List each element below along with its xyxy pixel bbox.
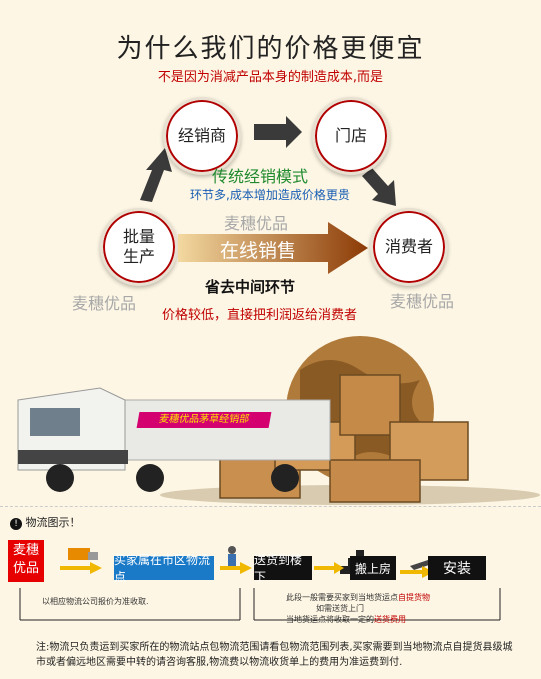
note-self-pickup: 此段一般需要买家到当地货运点自提货物 <box>286 592 430 603</box>
step-city-logistics: 买家属在市区物流点 <box>114 553 214 584</box>
brand-logo: 麦穗 优品 <box>8 540 44 582</box>
logistics-heading: ! 物流图示！ <box>10 514 81 530</box>
note-self-pickup-prefix: 此段一般需要买家到当地货运点 <box>286 593 398 602</box>
watermark-right: 麦穗优品 <box>390 292 455 311</box>
page-title: 为什么我们的价格更便宜 <box>116 34 425 64</box>
truck-banner: 麦穗优品茅草经销部 <box>136 412 272 428</box>
traditional-mode-title: 传统经销模式 <box>212 167 309 186</box>
bracket-lines <box>19 588 501 621</box>
skip-middle-label: 省去中间环节 <box>205 278 296 296</box>
step-install: 安装 <box>428 556 486 580</box>
note-left: 以相应物流公司报价为准收取. <box>42 597 149 606</box>
watermark-center: 麦穗优品 <box>224 214 289 233</box>
flow-arrow-3-icon <box>314 562 344 574</box>
step-carry-upstairs: 搬上房 <box>350 556 396 580</box>
node-wholesale: 批量 生产 <box>100 208 178 286</box>
note-door-delivery: 如需送货上门 <box>316 604 364 613</box>
logistics-heading-text: 物流图示！ <box>25 516 81 529</box>
divider <box>0 506 541 508</box>
online-sales-arrow-icon <box>178 222 368 274</box>
flow-arrow-4-icon <box>400 566 434 578</box>
traditional-mode-desc: 环节多,成本增加造成价格更贵 <box>190 188 350 202</box>
truck-wheel <box>271 464 299 492</box>
node-store: 门店 <box>312 97 390 175</box>
arrow-distributor-to-store-icon <box>254 116 302 148</box>
online-sales-label: 在线销售 <box>219 240 296 262</box>
node-distributor: 经销商 <box>163 97 241 175</box>
arrow-wholesale-to-distributor-icon <box>140 148 172 202</box>
crate-5 <box>329 459 421 503</box>
note-delivery-fee-red: 送货费用 <box>374 615 406 624</box>
truck-trailer <box>119 399 331 461</box>
page-subtitle: 不是因为消减产品本身的制造成本,而是 <box>157 70 384 85</box>
arrow-store-to-consumer-icon <box>362 168 396 206</box>
truck-wheel <box>136 464 164 492</box>
note-self-pickup-red: 自提货物 <box>398 593 430 602</box>
truck-and-boxes-illustration <box>17 336 540 505</box>
watermark-left: 麦穗优品 <box>72 294 137 313</box>
worker-icon <box>228 546 236 554</box>
truck-wheel <box>46 464 74 492</box>
step-deliver-downstairs: 送货到楼下 <box>254 553 312 584</box>
node-consumer: 消费者 <box>370 208 448 286</box>
benefit-label: 价格较低，直接把利润返给消费者 <box>162 308 358 323</box>
small-truck-icon <box>68 548 90 560</box>
flow-arrow-1-icon <box>60 562 102 574</box>
footnote: 注:物流只负责运到买家所在的物流站点包物流范围请看包物流范围列表,买家需要到当地… <box>36 642 513 668</box>
alert-icon: ! <box>10 518 22 530</box>
flow-arrow-2-icon <box>220 562 252 574</box>
note-delivery-fee: 当地货运点将收取一定的送货费用 <box>286 614 406 625</box>
note-delivery-fee-prefix: 当地货运点将收取一定的 <box>286 615 374 624</box>
tool-icon <box>410 560 432 570</box>
